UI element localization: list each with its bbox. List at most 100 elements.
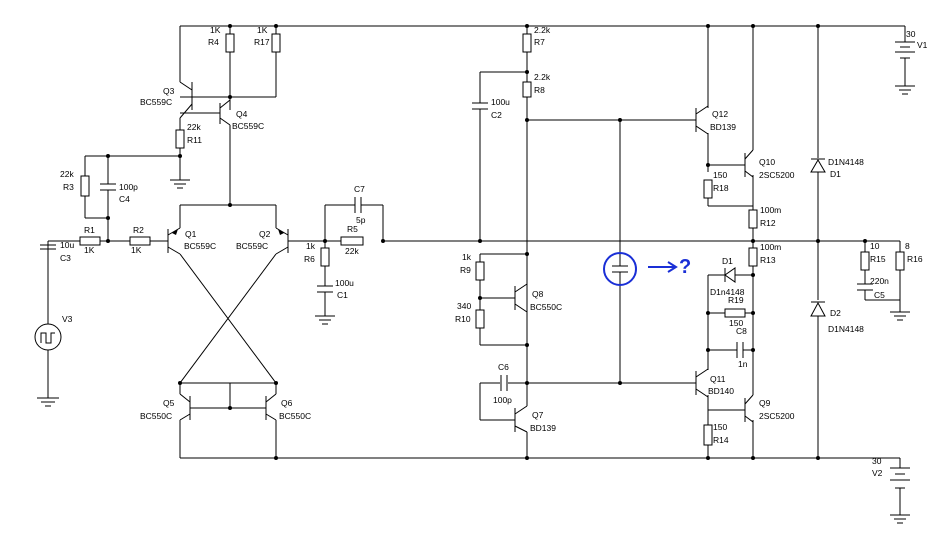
v1-value: 30 [906,29,916,39]
junction-dots [106,24,867,460]
resistor-r2 [129,236,151,246]
c5-value: 220n [870,276,889,286]
sources [34,41,915,489]
transistor-q7 [514,383,528,433]
resistor-r17 [271,33,281,53]
q10-ref: Q10 [759,157,775,167]
r16-ref: R16 [907,254,923,264]
transistors [167,81,754,433]
pulse-source-v3 [34,323,62,351]
q7-part: BD139 [530,423,556,433]
d1-right-part: D1N4148 [828,157,864,167]
annotation-circle [603,252,637,286]
c7-value: 5p [356,215,366,225]
resistor-r5 [340,236,364,246]
transistor-q9 [744,394,754,423]
ground-v2 [890,514,910,524]
capacitor-c3 [40,240,60,250]
v2-ref: V2 [872,468,883,478]
resistor-r3 [80,175,90,197]
capacitors [40,100,873,391]
q7-ref: Q7 [532,410,544,420]
r13-ref: R13 [760,255,776,265]
r17-ref: R17 [254,37,270,47]
q9-part: 2SC5200 [759,411,795,421]
battery-v1 [895,41,915,59]
c1-ref: C1 [337,290,348,300]
q10-part: 2SC5200 [759,170,795,180]
transistor-q5 [179,393,196,421]
r10-ref: R10 [455,314,471,324]
r1-ref: R1 [84,225,95,235]
grounds [37,85,915,524]
transistor-q10 [744,149,754,178]
transistor-q4 [180,99,231,126]
capacitor-c4 [100,178,116,196]
capacitor-c5 [857,283,873,291]
resistor-r7 [522,33,532,53]
v3-ref: V3 [62,314,73,324]
resistor-r1 [79,236,101,246]
q3-ref: Q3 [163,86,175,96]
r8-ref: R8 [534,85,545,95]
annotation: ? [603,252,691,286]
resistor-r13 [748,247,758,267]
r18-value: 150 [713,170,727,180]
wires [47,25,906,515]
r13-value: 100m [760,242,781,252]
resistor-r19 [724,308,746,318]
r2-ref: R2 [133,225,144,235]
c3-value: 10u [60,240,74,250]
transistor-q2 [275,227,289,255]
capacitor-c6 [500,375,508,391]
q8-part: BC550C [530,302,562,312]
v2-value: 30 [872,456,882,466]
q1-part: BC559C [184,241,216,251]
r19-ref: R19 [728,295,744,305]
r6-ref: R6 [304,254,315,264]
q5-ref: Q5 [163,398,175,408]
v1-ref: V1 [917,40,928,50]
r14-value: 150 [713,422,727,432]
capacitor-c7 [354,197,365,213]
r7-value: 2.2k [534,25,551,35]
resistor-r8 [522,81,532,98]
resistor-r18 [703,179,713,199]
ground-r16 [890,311,910,321]
q9-ref: Q9 [759,398,771,408]
c4-value: 100p [119,182,138,192]
r19-value: 150 [729,318,743,328]
q3-part: BC559C [140,97,172,107]
c6-value: 100p [493,395,512,405]
r9-ref: R9 [460,265,471,275]
ground-q3 [170,179,190,189]
c8-ref: C8 [736,326,747,336]
r10-value: 340 [457,301,471,311]
q1-ref: Q1 [185,229,197,239]
labels: 30 V1 30 V2 V3 1K R4 1K R17 Q3 BC559C Q4… [60,25,928,478]
c3-ref: C3 [60,253,71,263]
r18-ref: R18 [713,183,729,193]
resistor-r9 [475,261,485,281]
r5-value: 22k [345,246,359,256]
r14-ref: R14 [713,435,729,445]
d1-right-ref: D1 [830,169,841,179]
r11-ref: R11 [187,135,202,145]
c8-value: 1n [738,359,748,369]
ground-c1 [315,315,335,325]
capacitor-mystery [612,262,628,276]
c2-value: 100u [491,97,510,107]
c7-ref: C7 [354,184,365,194]
capacitor-c2 [472,100,488,112]
q11-ref: Q11 [710,374,726,384]
r6-value: 1k [306,241,316,251]
d2-ref: D2 [830,308,841,318]
d2-part: D1N4148 [828,324,864,334]
transistor-q6 [262,393,277,421]
battery-v2 [890,467,910,489]
r3-ref: R3 [63,182,74,192]
q12-ref: Q12 [712,109,728,119]
q12-part: BD139 [710,122,736,132]
r3-value: 22k [60,169,74,179]
q2-part: BC559C [236,241,268,251]
